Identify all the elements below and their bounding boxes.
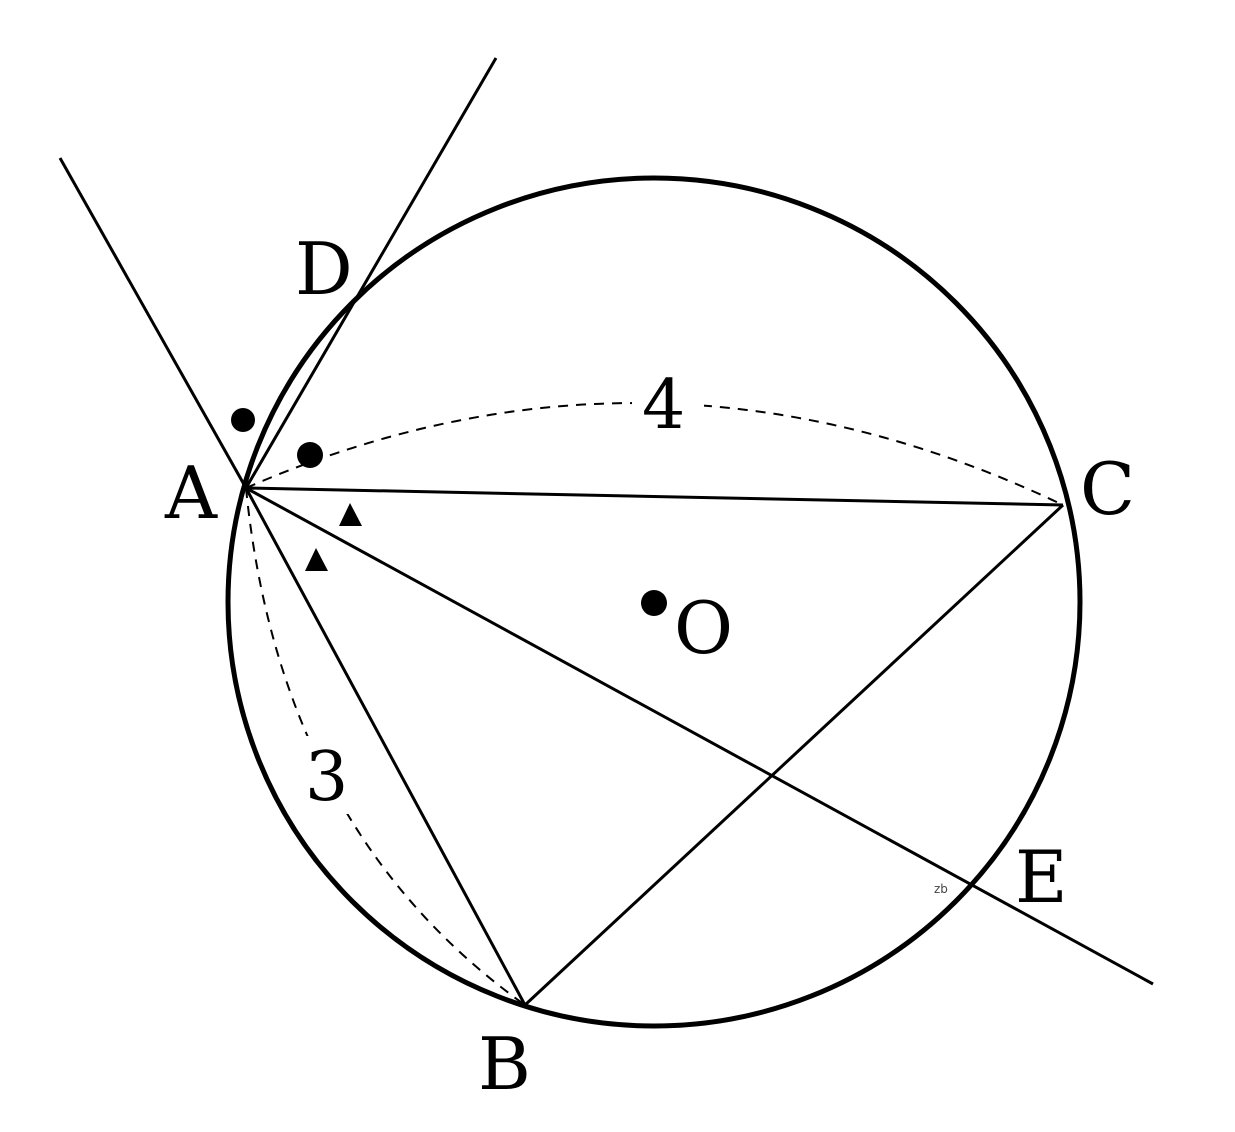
point-label-b: B <box>478 1022 531 1106</box>
small-annotation: zb <box>934 882 948 896</box>
angle-triangle-mark-upper <box>339 503 362 526</box>
line-a-d-extension <box>244 57 498 489</box>
line-through-a-upper-left <box>58 157 248 489</box>
point-label-e: E <box>1015 835 1068 919</box>
ab-label-gap <box>296 736 354 814</box>
segment-ab <box>244 487 527 1006</box>
angle-dot-mark-inner <box>297 442 323 468</box>
angle-triangle-mark-lower <box>305 548 328 571</box>
point-label-d: D <box>295 227 353 311</box>
center-point-o <box>641 590 667 616</box>
segment-bc <box>523 503 1065 1007</box>
circle-o <box>225 175 1083 1029</box>
point-label-a: A <box>164 451 218 535</box>
point-label-c: C <box>1080 447 1135 531</box>
measure-label-ac: 4 <box>642 366 685 445</box>
measure-label-ab: 3 <box>305 738 348 817</box>
point-label-o: O <box>674 586 733 670</box>
angle-dot-mark-outer <box>231 408 255 432</box>
segment-ac <box>245 486 1064 507</box>
line-a-e-extension <box>245 486 1154 986</box>
ac-label-gap <box>632 372 704 434</box>
